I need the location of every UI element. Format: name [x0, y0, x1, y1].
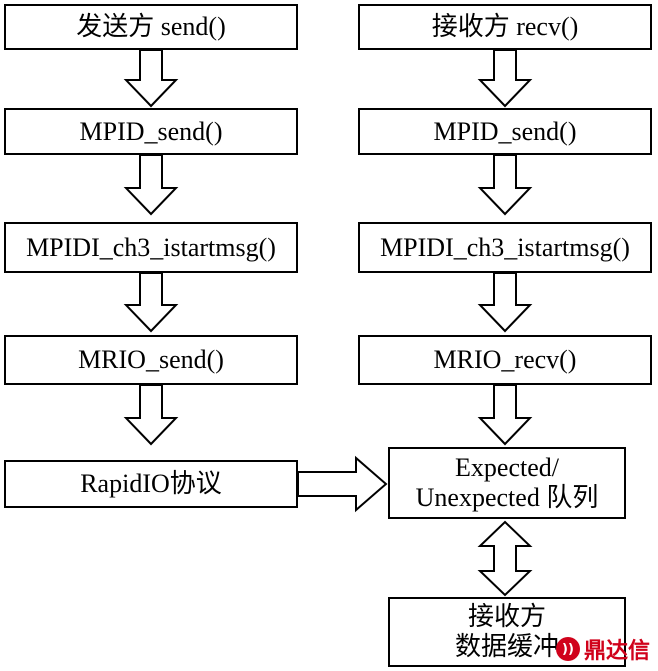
sender-step-box: MPIDI_ch3_istartmsg() [4, 222, 298, 273]
receiver-title: 接收方 recv() [431, 12, 579, 42]
right-arrow [297, 455, 388, 513]
queue-label-line1: Expected/ [455, 453, 559, 483]
receiver-step-label: MPID_send() [433, 116, 577, 146]
sender-title: 发送方 send() [76, 12, 226, 42]
watermark: )) 鼎达信 [555, 633, 650, 665]
down-arrow [477, 272, 533, 333]
queue-box: Expected/ Unexpected 队列 [388, 447, 626, 519]
rapidio-protocol-label: RapidIO协议 [80, 469, 222, 499]
sender-step-label: MPID_send() [79, 116, 223, 146]
watermark-text: 鼎达信 [583, 639, 650, 664]
receiver-step-label: MPIDI_ch3_istartmsg() [380, 232, 630, 262]
receiver-title-box: 接收方 recv() [358, 4, 652, 50]
watermark-logo-icon: )) [555, 637, 580, 661]
receiver-step-label: MRIO_recv() [433, 345, 577, 375]
buffer-box: 接收方 数据缓冲 [388, 597, 626, 667]
buffer-label-line1: 接收方 [467, 602, 546, 632]
receiver-step-box: MPID_send() [358, 108, 652, 155]
down-arrow [477, 154, 533, 216]
sender-step-label: MPIDI_ch3_istartmsg() [26, 232, 276, 262]
buffer-label-line2: 数据缓冲 [454, 632, 559, 661]
sender-step-box: MRIO_send() [4, 335, 298, 385]
down-arrow [123, 272, 179, 333]
down-arrow [123, 49, 179, 108]
down-arrow [123, 154, 179, 216]
sender-title-box: 发送方 send() [4, 4, 298, 50]
double-arrow [477, 520, 533, 597]
down-arrow [477, 49, 533, 108]
rapidio-protocol-box: RapidIO协议 [4, 460, 298, 508]
receiver-step-box: MPIDI_ch3_istartmsg() [358, 222, 652, 273]
sender-step-box: MPID_send() [4, 108, 298, 155]
receiver-step-box: MRIO_recv() [358, 335, 652, 385]
queue-label-line2: Unexpected 队列 [415, 483, 599, 512]
down-arrow [477, 384, 533, 446]
down-arrow [123, 384, 179, 446]
sender-step-label: MRIO_send() [78, 345, 224, 375]
